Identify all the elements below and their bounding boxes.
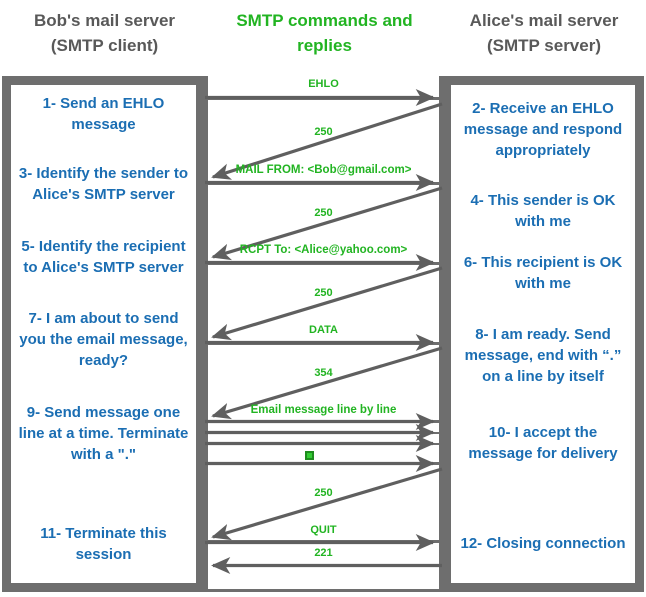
server-header-line1: Alice's mail server <box>469 11 619 30</box>
commands-header-line1: SMTP commands and <box>236 11 413 30</box>
column-header-client: Bob's mail server (SMTP client) <box>2 8 207 58</box>
server-panel-inner: 2- Receive an EHLO message and respond a… <box>451 85 635 583</box>
arrow-250-c <box>211 266 443 341</box>
client-step-1: 1- Send an EHLO message <box>42 95 165 133</box>
server-header-line2: (SMTP server) <box>486 36 601 55</box>
label-250-c: 250 <box>314 287 333 299</box>
label-rcpt-to: RCPT To: <Alice@yahoo.com> <box>239 244 408 256</box>
label-quit: QUIT <box>310 524 337 536</box>
column-header-server: Alice's mail server (SMTP server) <box>442 8 646 58</box>
column-header-commands: SMTP commands and replies <box>207 8 442 58</box>
client-step-7: 7- I am about to send you the email mess… <box>19 310 188 369</box>
label-221: 221 <box>314 547 333 559</box>
arrow-250-d <box>211 467 443 541</box>
message-exchange-area: EHLO 250 MAIL FROM: <Bob@gmail.com> 250 … <box>205 76 443 592</box>
client-panel-inner: 1- Send an EHLO message 3- Identify the … <box>11 85 196 583</box>
client-header-line2: (SMTP client) <box>50 36 159 55</box>
server-step-2: 2- Receive an EHLO message and respond a… <box>463 100 623 159</box>
server-step-6: 6- This recipient is OK with me <box>463 254 623 292</box>
label-250-b: 250 <box>314 207 333 219</box>
band-8 <box>208 445 439 462</box>
server-step-4: 4- This sender is OK with me <box>470 192 616 230</box>
label-email-message-lines: Email message line by line <box>250 404 397 416</box>
band-1 <box>208 76 439 97</box>
client-step-3: 3- Identify the sender to Alice's SMTP s… <box>18 165 189 203</box>
band-7 <box>208 434 439 443</box>
label-ehlo: EHLO <box>308 78 339 90</box>
end-of-message-dot-icon <box>305 451 314 460</box>
client-step-9: 9- Send message one line at a time. Term… <box>18 404 189 463</box>
client-step-11: 11- Terminate this session <box>40 525 167 563</box>
server-step-10: 10- I accept the message for delivery <box>468 424 618 462</box>
label-250-a: 250 <box>314 126 333 138</box>
label-354: 354 <box>314 367 333 379</box>
label-data: DATA <box>309 324 338 336</box>
server-step-8: 8- I am ready. Send message, end with “.… <box>464 326 622 385</box>
label-250-d: 250 <box>314 487 333 499</box>
server-step-12: 12- Closing connection <box>460 535 626 552</box>
arrow-354 <box>211 346 443 420</box>
client-step-5: 5- Identify the recipient to Alice's SMT… <box>21 238 186 276</box>
client-header-line1: Bob's mail server <box>33 11 176 30</box>
client-panel: 1- Send an EHLO message 3- Identify the … <box>2 76 205 592</box>
server-panel: 2- Receive an EHLO message and respond a… <box>442 76 644 592</box>
label-mail-from: MAIL FROM: <Bob@gmail.com> <box>235 164 412 176</box>
arrow-250-b <box>211 186 443 261</box>
commands-header-line2: replies <box>297 36 352 55</box>
arrow-250-a <box>211 102 443 180</box>
arrow-layer <box>205 89 443 574</box>
band-6 <box>208 423 439 432</box>
